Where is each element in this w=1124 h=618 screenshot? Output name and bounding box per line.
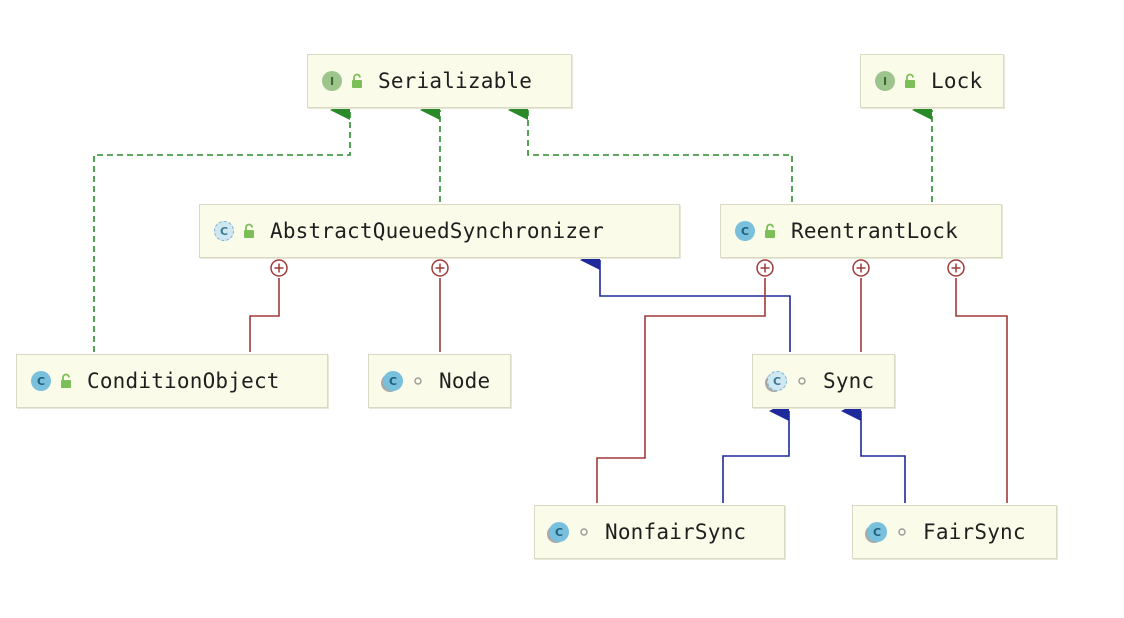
circle-plus-icon	[947, 259, 965, 277]
package-private-dot-icon	[577, 524, 591, 540]
node-fair-sync[interactable]: C FairSync	[852, 505, 1057, 559]
edge-nonfairsync-inner-of-reentrantlock	[596, 278, 766, 503]
edge-reentrantlock-implements-serializable	[508, 100, 793, 202]
class-icon: C	[735, 221, 755, 241]
static-class-icon: C	[867, 522, 887, 542]
edge-conditionobject-implements-serializable	[93, 100, 351, 352]
static-class-icon: C	[549, 522, 569, 542]
node-condition-object[interactable]: C ConditionObject	[16, 354, 328, 408]
node-label: Sync	[823, 369, 875, 393]
node-reentrant-lock[interactable]: C ReentrantLock	[720, 204, 1002, 258]
edge-fairsync-extends-sync	[841, 401, 906, 503]
open-lock-icon	[59, 373, 73, 389]
interface-icon: I	[322, 71, 342, 91]
class-icon: C	[31, 371, 51, 391]
package-private-dot-icon	[795, 373, 809, 389]
node-label: NonfairSync	[605, 520, 747, 544]
node-lock[interactable]: I Lock	[860, 54, 1004, 108]
edge-sync-extends-aqs	[580, 250, 791, 352]
edge-fairsync-inner-of-reentrantlock	[955, 278, 1008, 503]
node-nonfair-sync[interactable]: C NonfairSync	[534, 505, 785, 559]
package-private-dot-icon	[895, 524, 909, 540]
circle-plus-icon	[431, 259, 449, 277]
interface-icon: I	[875, 71, 895, 91]
open-lock-icon	[242, 223, 256, 239]
node-serializable[interactable]: I Serializable	[307, 54, 572, 108]
node-label: Lock	[931, 69, 983, 93]
static-abstract-class-icon: C	[767, 371, 787, 391]
circle-plus-icon	[756, 259, 774, 277]
open-lock-icon	[763, 223, 777, 239]
circle-plus-icon	[852, 259, 870, 277]
open-lock-icon	[903, 73, 917, 89]
static-class-icon: C	[383, 371, 403, 391]
edge-conditionobject-inner-of-aqs	[249, 278, 280, 352]
node-label: ConditionObject	[87, 369, 280, 393]
open-lock-icon	[350, 73, 364, 89]
node-node[interactable]: C Node	[368, 354, 511, 408]
node-sync[interactable]: C Sync	[752, 354, 895, 408]
package-private-dot-icon	[411, 373, 425, 389]
node-label: ReentrantLock	[791, 219, 958, 243]
edge-nonfairsync-extends-sync	[722, 401, 790, 503]
node-label: Serializable	[378, 69, 533, 93]
abstract-class-icon: C	[214, 221, 234, 241]
node-label: AbstractQueuedSynchronizer	[270, 219, 604, 243]
node-label: FairSync	[923, 520, 1026, 544]
node-abstract-queued-synchronizer[interactable]: C AbstractQueuedSynchronizer	[199, 204, 680, 258]
circle-plus-icon	[270, 259, 288, 277]
node-label: Node	[439, 369, 491, 393]
